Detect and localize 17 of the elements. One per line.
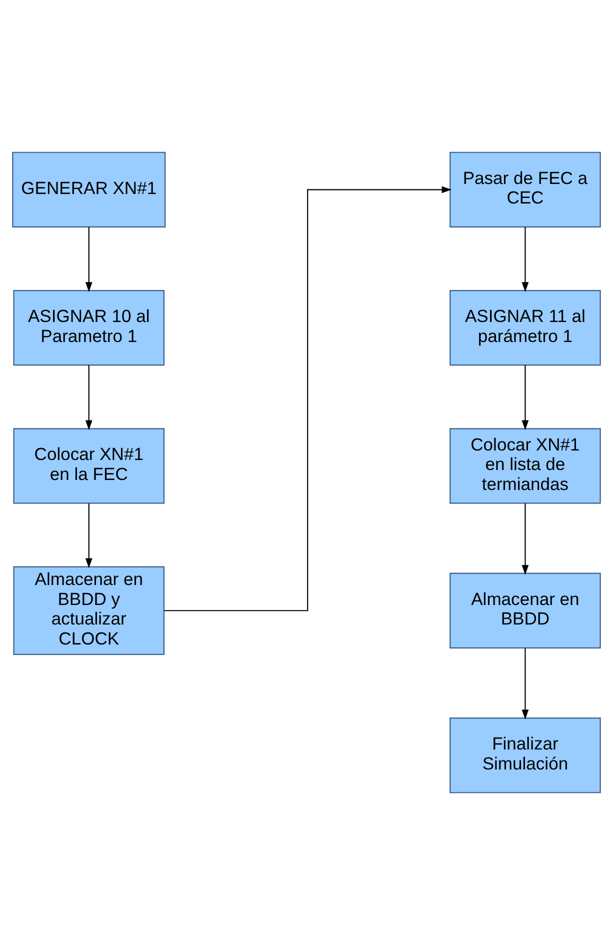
arrow <box>85 364 92 430</box>
node-box: ASIGNAR 11 al parámetro 1 <box>450 289 601 366</box>
node-box: Pasar de FEC a CEC <box>450 151 601 227</box>
arrow <box>164 186 452 611</box>
arrow <box>85 226 92 292</box>
arrow <box>85 503 92 568</box>
arrow <box>522 648 529 720</box>
node-box: ASIGNAR 10 al Parametro 1 <box>13 289 165 366</box>
node-box: Colocar XN#1 en la FEC <box>13 428 165 504</box>
node-box: Finalizar Simulación <box>450 717 601 793</box>
arrow <box>522 503 529 574</box>
node-box: Almacenar en BBDD y actualizar CLOCK <box>13 566 165 655</box>
arrow <box>522 364 529 430</box>
arrow <box>522 226 529 292</box>
node-box: GENERAR XN#1 <box>12 151 166 227</box>
node-box: Colocar XN#1 en lista de termiandas <box>450 428 601 504</box>
node-box: Almacenar en BBDD <box>450 572 601 648</box>
